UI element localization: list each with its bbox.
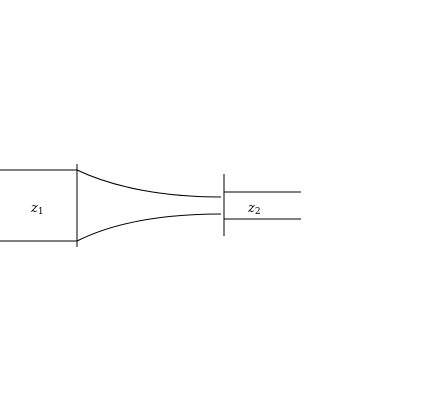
left-impedance-label: z1 xyxy=(30,201,44,217)
taper-bottom-curve xyxy=(76,213,222,242)
right-impedance-symbol: z xyxy=(247,201,255,216)
right-impedance-label: z2 xyxy=(247,201,261,217)
left-impedance-subscript: 1 xyxy=(38,207,44,217)
right-impedance-subscript: 2 xyxy=(255,207,261,217)
left-impedance-symbol: z xyxy=(30,201,38,216)
taper-top-curve xyxy=(76,169,222,198)
